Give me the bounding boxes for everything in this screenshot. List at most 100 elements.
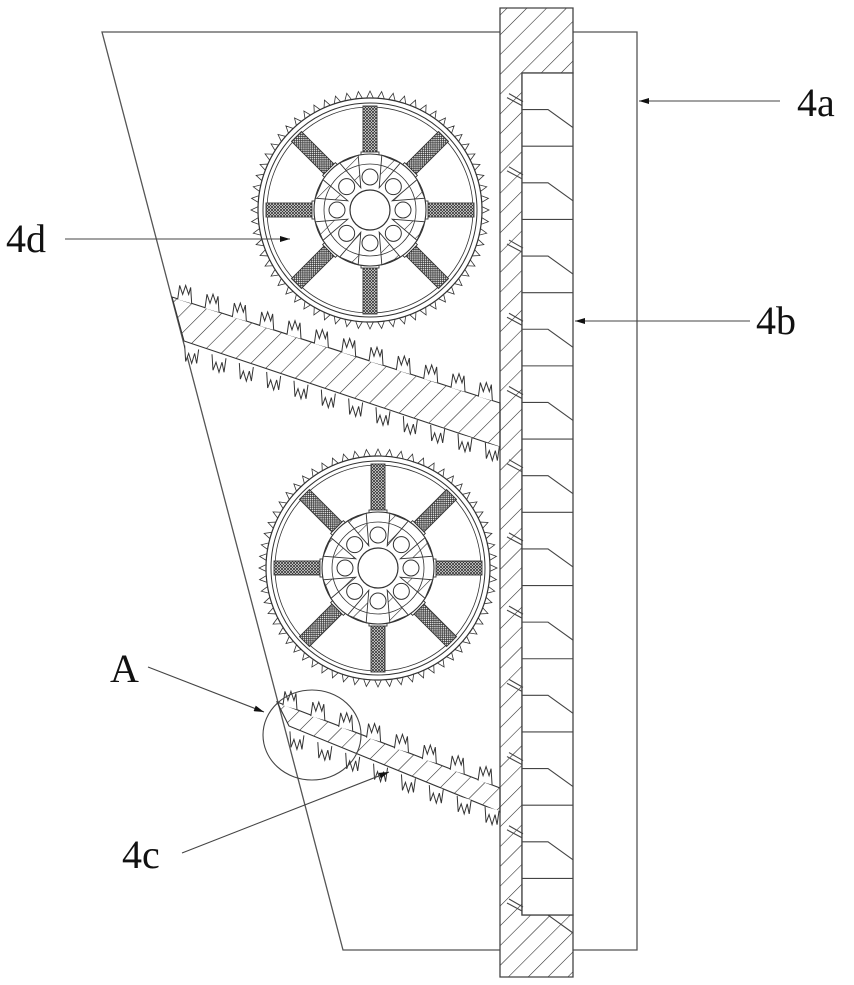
bolt-hole (346, 582, 364, 600)
shelf-tooth (259, 310, 275, 330)
shelf-tooth (373, 763, 389, 784)
shelf-tooth (402, 416, 418, 436)
hub-segment (314, 178, 350, 202)
label-4d: 4d (6, 216, 46, 261)
shelf-tooth (338, 711, 354, 731)
axle-hole (357, 547, 399, 589)
compartment (506, 218, 574, 275)
bolt-hole (346, 536, 364, 554)
shelf-tooth (345, 752, 361, 773)
housing-outline (101, 31, 638, 951)
shelf-tooth (484, 442, 500, 463)
shelf-tooth (477, 381, 493, 401)
shelf-tooth (395, 354, 411, 375)
shelf-tooth (457, 433, 473, 454)
shelf-tooth (421, 743, 437, 764)
shelf-tooth (177, 283, 193, 304)
shelf-tooth (484, 806, 500, 827)
hub-segment (338, 154, 362, 190)
shelf-tooth (400, 774, 416, 795)
bolt-hole (338, 178, 356, 196)
lower-inclined-shelf (275, 689, 501, 827)
shelf-tooth (456, 795, 472, 816)
hub-segment (386, 588, 410, 624)
shelf-tooth (450, 372, 466, 392)
shelf-tooth (286, 319, 302, 339)
bolt-hole (384, 224, 402, 242)
bolt-hole (392, 582, 410, 600)
shelf-tooth (289, 731, 305, 752)
hub-segment (378, 230, 402, 266)
wheel-tooth (489, 564, 498, 572)
detail-circle-a (262, 689, 362, 781)
hub-segment (314, 218, 350, 242)
compartment (506, 584, 574, 641)
shelf-tooth (341, 336, 357, 357)
wheel-tooth (374, 448, 382, 457)
bolt-hole (338, 224, 356, 242)
hub-segment (322, 576, 358, 600)
wheel-tooth (481, 206, 490, 214)
compartment (506, 877, 574, 934)
shelf-tooth (293, 380, 309, 401)
bolt-hole (369, 526, 387, 544)
bolt-hole (361, 168, 379, 186)
shelf-tooth (310, 700, 326, 721)
compartment (506, 145, 574, 202)
shelf-tooth (393, 732, 409, 753)
shelf-tooth (238, 363, 254, 383)
hub-segment (338, 230, 362, 266)
bolt-hole (392, 536, 410, 554)
hub-segment (346, 512, 370, 548)
shelf-tooth (282, 689, 298, 710)
bolt-hole (394, 201, 412, 219)
shelf-tooth (375, 407, 391, 427)
shelf-tooth (266, 371, 282, 392)
wheel-tooth (250, 206, 259, 214)
shelf-tooth (428, 785, 444, 805)
hub-segment (390, 178, 426, 202)
lower-wheel (258, 448, 498, 688)
bolt-hole (384, 178, 402, 196)
shelf-tooth (366, 722, 382, 742)
compartment (506, 511, 574, 568)
hub-segment (322, 536, 358, 560)
shelf-tooth (423, 363, 439, 383)
shelves (171, 283, 501, 827)
bolt-hole (328, 201, 346, 219)
compartment (506, 731, 574, 788)
compartment (506, 438, 574, 495)
wheel-tooth (366, 90, 374, 99)
compartment (506, 292, 574, 348)
compartment (506, 365, 574, 421)
wheel-tooth (366, 321, 374, 330)
label-4c: 4c (122, 832, 160, 877)
bolt-hole (369, 592, 387, 610)
hub-segment (386, 512, 410, 548)
shelf-tooth (449, 754, 465, 774)
shelf-tooth (204, 292, 220, 313)
shelf-tooth (211, 354, 227, 374)
bolt-hole (402, 559, 420, 577)
wheel-tooth (258, 564, 267, 572)
shelf-tooth (320, 389, 336, 410)
leader-a (147, 666, 265, 713)
upper-wheel (250, 90, 490, 330)
shelf-tooth (317, 742, 333, 762)
hub-segment (390, 218, 426, 242)
shelf-tooth (477, 765, 493, 785)
shelf-tooth (313, 328, 329, 348)
compartment-column (506, 93, 574, 934)
shelf-tooth (368, 345, 384, 366)
hub-segment (346, 588, 370, 624)
hub-segment (398, 536, 434, 560)
hub-segment (398, 576, 434, 600)
shelf-tooth (348, 398, 364, 419)
shelf-tooth (184, 345, 200, 366)
leader-lines (65, 98, 780, 854)
compartment (506, 93, 574, 129)
bolt-hole (361, 234, 379, 252)
leader-4c (181, 771, 390, 854)
label-4a: 4a (797, 80, 835, 125)
